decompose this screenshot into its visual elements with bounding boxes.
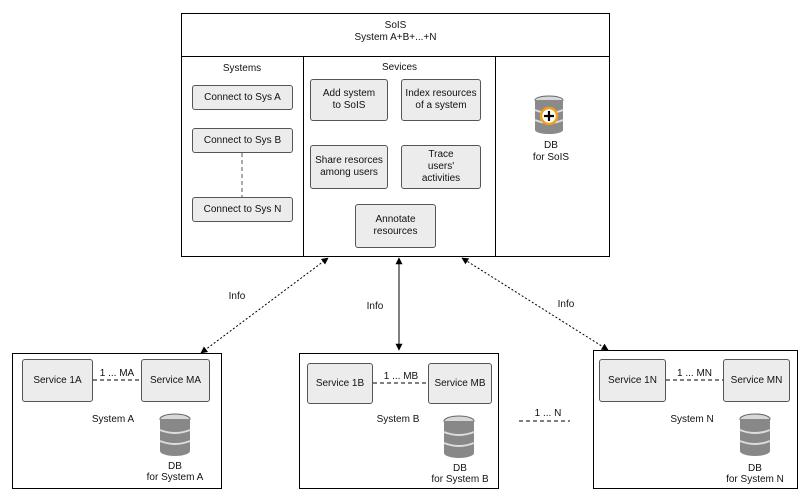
service-add-system-box[interactable]: Add system to SoIS bbox=[310, 79, 388, 121]
service-share-resources-box[interactable]: Share resorces among users bbox=[310, 145, 388, 189]
systems-header: Systems bbox=[222, 63, 262, 74]
service-index-resources-box[interactable]: Index resources of a system bbox=[401, 79, 481, 121]
system-b-service-1-box[interactable]: Service 1B bbox=[307, 363, 373, 404]
system-n-name: System N bbox=[670, 414, 714, 425]
system-b-db-sublabel: for System B bbox=[431, 474, 489, 485]
system-a-name: System A bbox=[91, 414, 135, 425]
system-b-db-label: DB bbox=[453, 463, 467, 474]
sois-title: SoIS bbox=[384, 20, 407, 31]
system-b-service-m-box[interactable]: Service MB bbox=[428, 363, 492, 404]
system-a-db-sublabel: for System A bbox=[146, 472, 204, 483]
system-b-name: System B bbox=[376, 414, 420, 425]
services-header: Sevices bbox=[381, 62, 417, 73]
system-a-db-label: DB bbox=[168, 461, 182, 472]
connect-sys-a-box[interactable]: Connect to Sys A bbox=[192, 85, 293, 110]
sois-db-sublabel: for SoIS bbox=[532, 152, 570, 163]
system-b-database-icon bbox=[443, 415, 475, 458]
service-trace-activities-box[interactable]: Trace users' activities bbox=[401, 145, 481, 189]
system-n-db-label: DB bbox=[748, 463, 762, 474]
between-systems-label: 1 ... N bbox=[534, 408, 562, 419]
sois-col-divider-1 bbox=[303, 56, 304, 257]
system-b-multiplicity: 1 ... MB bbox=[383, 371, 419, 382]
database-add-icon bbox=[534, 95, 564, 134]
sois-col-divider-2 bbox=[495, 56, 496, 257]
sois-db-label: DB bbox=[544, 140, 558, 151]
system-n-db-sublabel: for System N bbox=[726, 474, 784, 485]
sois-subtitle: System A+B+...+N bbox=[354, 32, 437, 43]
sois-header-divider bbox=[181, 56, 610, 57]
connect-sys-n-box[interactable]: Connect to Sys N bbox=[192, 197, 293, 222]
info-arrow-a bbox=[200, 257, 329, 354]
system-n-service-m-box[interactable]: Service MN bbox=[723, 359, 790, 402]
system-a-multiplicity: 1 ... MA bbox=[99, 368, 135, 379]
system-a-database-icon bbox=[159, 413, 191, 456]
service-annotate-resources-box[interactable]: Annotate resources bbox=[355, 204, 436, 248]
system-n-database-icon bbox=[739, 413, 771, 456]
system-a-service-m-box[interactable]: Service MA bbox=[141, 359, 210, 402]
info-arrow-n bbox=[461, 257, 609, 351]
info-label-b: Info bbox=[366, 301, 384, 312]
system-n-multiplicity: 1 ... MN bbox=[676, 368, 712, 379]
system-a-service-1-box[interactable]: Service 1A bbox=[22, 359, 93, 402]
connect-sys-b-box[interactable]: Connect to Sys B bbox=[192, 128, 293, 153]
system-n-service-1-box[interactable]: Service 1N bbox=[599, 359, 666, 402]
